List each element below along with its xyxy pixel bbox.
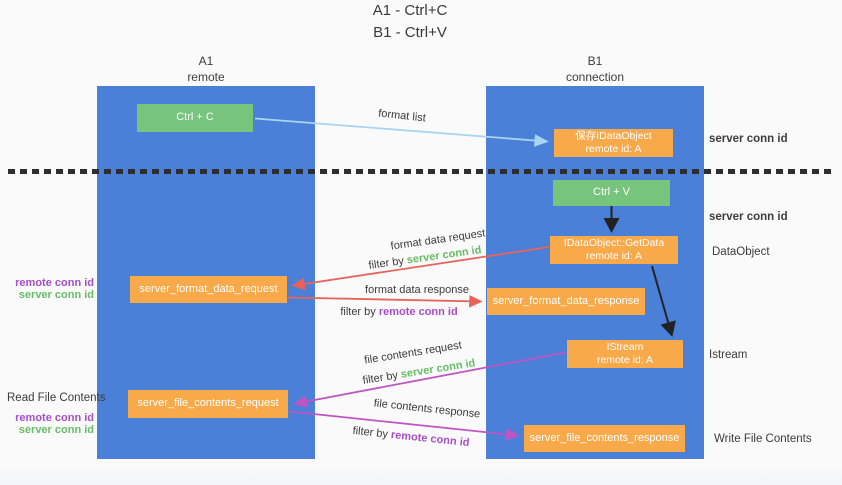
filter-by-text: filter by xyxy=(361,369,399,387)
title-line-2: B1 - Ctrl+V xyxy=(373,23,447,41)
node-ctrl-v-label: Ctrl + V xyxy=(593,186,630,199)
label-file-contents-response: file contents response xyxy=(373,397,481,421)
node-ctrl-c-label: Ctrl + C xyxy=(176,111,214,124)
node-server-format-data-response: server_format_data_response xyxy=(487,288,645,315)
node-server-format-data-request-label: server_format_data_request xyxy=(139,282,278,295)
node-save-idataobject: 保存IDataObject remote id: A xyxy=(554,129,673,157)
remote-conn-id-text: remote conn id xyxy=(390,428,470,450)
side-label-remote-conn-id-2: remote conn id xyxy=(15,412,94,424)
label-format-data-response: format data response xyxy=(365,284,469,296)
title-line-1: A1 - Ctrl+C xyxy=(372,2,448,19)
column-b1-name: B1 xyxy=(587,54,603,68)
side-label-server-conn-id-2: server conn id xyxy=(18,424,94,436)
node-istream-line2: remote id: A xyxy=(596,354,654,366)
node-getdata-line1: IDataObject::GetData xyxy=(563,237,665,250)
node-server-file-contents-request-label: server_file_contents_request xyxy=(137,397,279,410)
side-label-dataobject: DataObject xyxy=(712,246,770,258)
side-label-server-conn-id-mid: server conn id xyxy=(709,211,788,223)
node-server-file-contents-request: server_file_contents_request xyxy=(128,390,288,418)
column-header-b1: B1 connection xyxy=(486,54,704,85)
node-ctrl-c: Ctrl + C xyxy=(137,104,253,132)
side-label-server-conn-id-1: server conn id xyxy=(18,289,94,301)
node-istream-line1: IStream xyxy=(606,341,644,354)
remote-conn-id-text: remote conn id xyxy=(378,306,458,318)
column-header-a1: A1 remote xyxy=(97,54,315,85)
filter-by-text: filter by xyxy=(367,255,405,272)
label-filter-by-server-conn-id-1: filter by server conn id xyxy=(368,244,482,272)
node-server-format-data-response-label: server_format_data_response xyxy=(492,294,640,307)
dotted-separator xyxy=(8,169,836,174)
side-label-istream: Istream xyxy=(709,349,748,361)
node-istream: IStream remote id: A xyxy=(567,340,683,368)
column-a1-subtitle: remote xyxy=(187,69,225,84)
node-save-idataobject-line2: remote id: A xyxy=(585,143,642,155)
server-conn-id-text: server conn id xyxy=(399,357,477,381)
column-b1-subtitle: connection xyxy=(565,69,625,84)
node-server-format-data-request: server_format_data_request xyxy=(130,276,287,303)
label-filter-by-remote-conn-id-2: filter by remote conn id xyxy=(352,425,470,449)
side-label-remote-conn-id-1: remote conn id xyxy=(15,277,94,289)
node-server-file-contents-response: server_file_contents_response xyxy=(524,425,685,452)
label-filter-by-remote-conn-id-1: filter by remote conn id xyxy=(340,306,457,318)
diagram-title: A1 - Ctrl+C B1 - Ctrl+V xyxy=(0,0,820,44)
arrow-format-data-response xyxy=(287,294,483,308)
node-getdata-line2: remote id: A xyxy=(585,250,643,262)
label-format-list: format list xyxy=(377,107,427,125)
filter-by-text: filter by xyxy=(352,424,389,441)
side-label-server-conn-id-top: server conn id xyxy=(709,133,788,145)
column-a1-name: A1 xyxy=(198,54,214,68)
node-save-idataobject-line1: 保存IDataObject xyxy=(575,130,652,143)
side-labels-conn-ids-lower: remote conn id server conn id xyxy=(0,412,94,436)
node-ctrl-v: Ctrl + V xyxy=(553,180,670,206)
node-idataobject-getdata: IDataObject::GetData remote id: A xyxy=(550,236,678,264)
filter-by-text: filter by xyxy=(340,306,376,318)
node-server-file-contents-response-label: server_file_contents_response xyxy=(529,431,680,444)
side-label-write-file-contents: Write File Contents xyxy=(714,433,812,445)
side-label-read-file-contents: Read File Contents xyxy=(7,392,106,404)
side-labels-conn-ids-upper: remote conn id server conn id xyxy=(0,277,94,301)
